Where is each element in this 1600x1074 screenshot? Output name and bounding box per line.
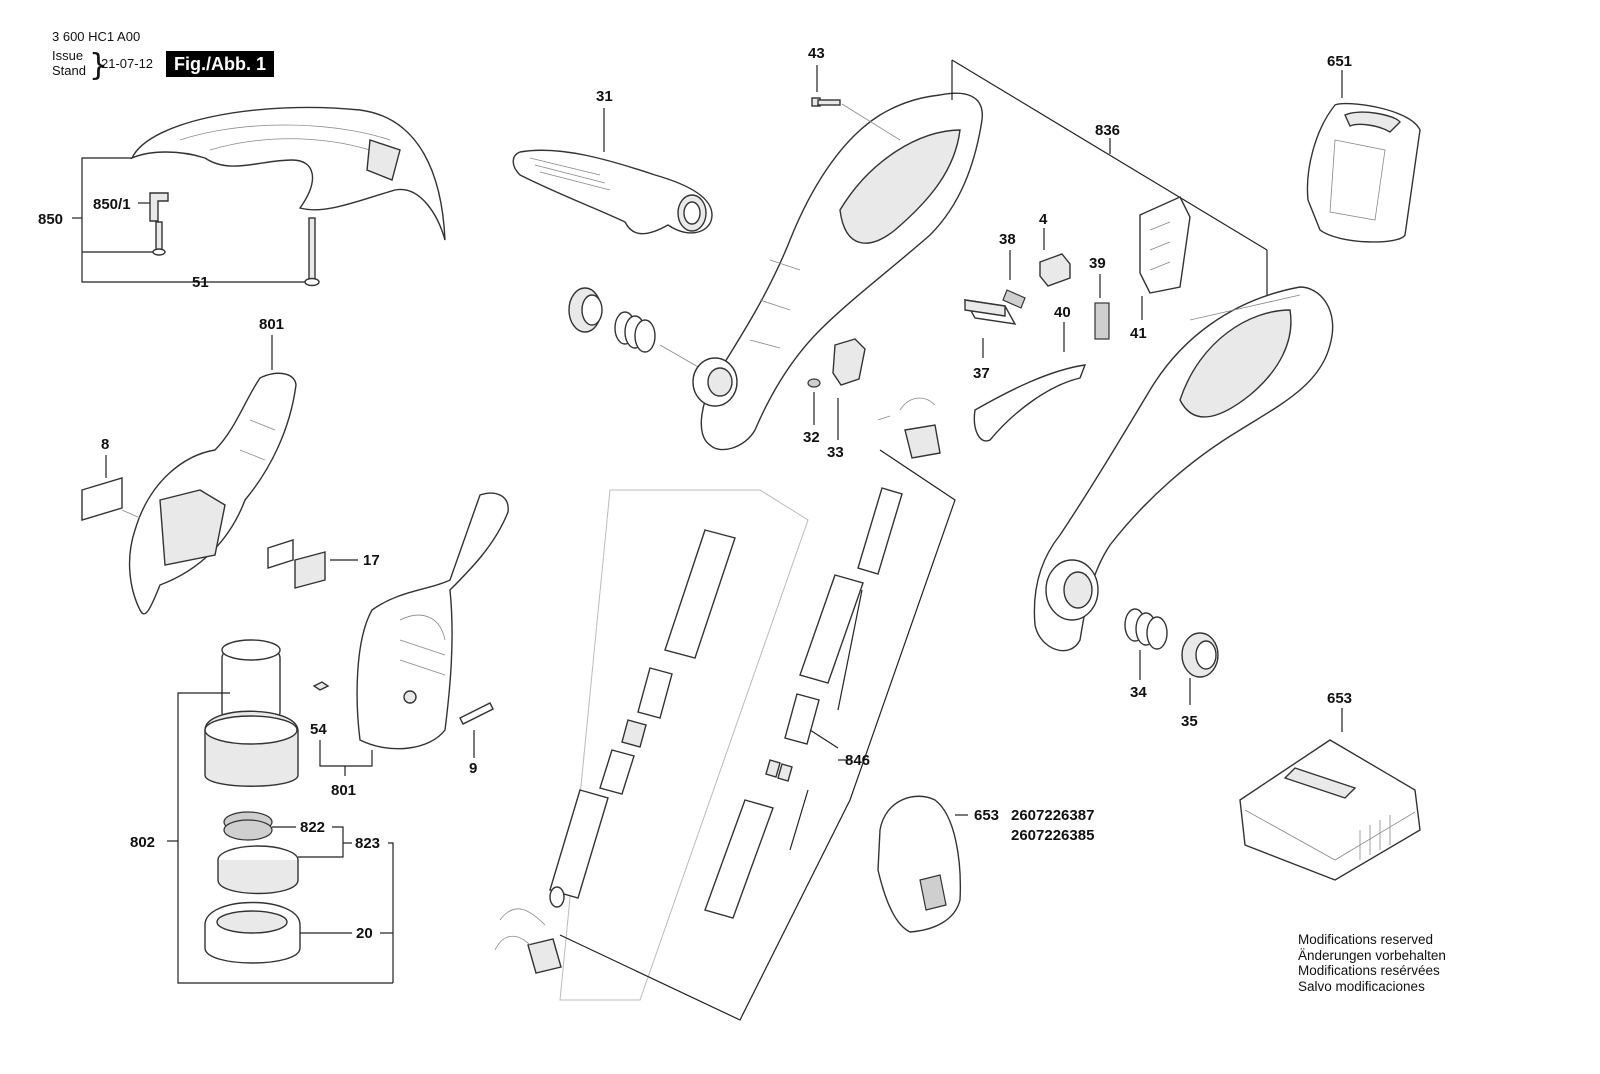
spring-part-39 bbox=[1094, 302, 1110, 340]
spring-part-38 bbox=[1002, 289, 1026, 309]
clip-part bbox=[149, 192, 169, 222]
label-802: 802 bbox=[130, 834, 155, 851]
label-653-code1: 2607226387 bbox=[1011, 807, 1094, 824]
label-31: 31 bbox=[596, 88, 613, 105]
issue-date: 21-07-12 bbox=[101, 56, 154, 71]
spring-part-left bbox=[614, 311, 656, 353]
connector-part bbox=[877, 397, 941, 459]
motor-housing-top-part bbox=[128, 372, 297, 615]
label-35: 35 bbox=[1181, 713, 1198, 730]
label-sticker-part-9 bbox=[459, 702, 494, 725]
nut-part-54 bbox=[312, 681, 330, 691]
charger-part-653 bbox=[1239, 739, 1421, 881]
label-37: 37 bbox=[973, 365, 990, 382]
pin-part-32 bbox=[807, 378, 821, 388]
label-51: 51 bbox=[192, 274, 209, 291]
label-850-1: 850/1 bbox=[93, 196, 131, 213]
spool-spring-part bbox=[223, 811, 273, 841]
label-34: 34 bbox=[1130, 684, 1147, 701]
part-number: 3 600 HC1 A00 bbox=[52, 29, 141, 44]
figure-label: Fig./Abb. 1 bbox=[166, 51, 274, 77]
label-38: 38 bbox=[999, 231, 1016, 248]
modifications-notice: Modifications reserved Änderungen vorbeh… bbox=[1298, 932, 1446, 994]
notice-de: Änderungen vorbehalten bbox=[1298, 947, 1446, 963]
motor-housing-bottom-part bbox=[356, 492, 509, 750]
screw-part-1 bbox=[152, 221, 166, 256]
label-653-side: 653 bbox=[974, 807, 999, 824]
notice-en: Modifications reserved bbox=[1298, 932, 1434, 947]
notice-fr: Modifications resérvées bbox=[1298, 963, 1440, 978]
label-801-bottom: 801 bbox=[331, 782, 356, 799]
tube-part-left bbox=[549, 529, 736, 899]
label-20: 20 bbox=[356, 925, 373, 942]
label-8: 8 bbox=[101, 436, 109, 453]
issue-label: Issue bbox=[52, 48, 84, 63]
screw-part-2 bbox=[304, 217, 320, 287]
motor-part bbox=[204, 639, 299, 787]
battery-pack-part bbox=[1306, 102, 1421, 243]
stand-label: Stand bbox=[52, 63, 86, 78]
label-653-code2: 2607226385 bbox=[1011, 827, 1094, 844]
switch-part-33 bbox=[832, 338, 866, 386]
knob-part-right bbox=[1181, 632, 1219, 678]
cap-part-17 bbox=[267, 539, 326, 589]
label-54: 54 bbox=[310, 721, 327, 738]
label-39: 39 bbox=[1089, 255, 1106, 272]
cover-part-653 bbox=[877, 795, 962, 933]
label-9: 9 bbox=[469, 760, 477, 777]
label-801-top: 801 bbox=[259, 316, 284, 333]
guard-part bbox=[130, 106, 446, 241]
label-17: 17 bbox=[363, 552, 380, 569]
spool-cover-part bbox=[204, 901, 301, 964]
label-850: 850 bbox=[38, 211, 63, 228]
label-32: 32 bbox=[803, 429, 820, 446]
label-846: 846 bbox=[845, 752, 870, 769]
housing-half-right-part bbox=[1033, 286, 1334, 652]
label-653-top: 653 bbox=[1327, 690, 1352, 707]
brace-icon: } bbox=[89, 48, 109, 83]
knob-part-left bbox=[568, 287, 603, 333]
housing-half-left-part bbox=[692, 92, 983, 451]
label-836: 836 bbox=[1095, 122, 1120, 139]
wire-harness-part bbox=[494, 886, 565, 974]
screw-part-43 bbox=[811, 97, 841, 107]
circuit-board-part-41 bbox=[1139, 196, 1191, 294]
label-823: 823 bbox=[355, 835, 380, 852]
label-33: 33 bbox=[827, 444, 844, 461]
spring-part-right bbox=[1124, 608, 1168, 650]
shaft-outline bbox=[559, 489, 809, 1001]
button-part-37 bbox=[963, 299, 1017, 325]
notice-es: Salvo modificaciones bbox=[1298, 978, 1425, 994]
label-651: 651 bbox=[1327, 53, 1352, 70]
switch-part-4 bbox=[1039, 253, 1071, 287]
auxiliary-handle-part bbox=[512, 149, 713, 235]
spool-part bbox=[217, 845, 299, 895]
label-43: 43 bbox=[808, 45, 825, 62]
label-40: 40 bbox=[1054, 304, 1071, 321]
tube-part-right bbox=[704, 487, 903, 919]
label-sticker-part-8 bbox=[81, 477, 123, 521]
label-4: 4 bbox=[1039, 211, 1048, 228]
lever-part-40 bbox=[973, 364, 1087, 442]
label-822: 822 bbox=[300, 819, 325, 836]
label-41: 41 bbox=[1130, 325, 1147, 342]
